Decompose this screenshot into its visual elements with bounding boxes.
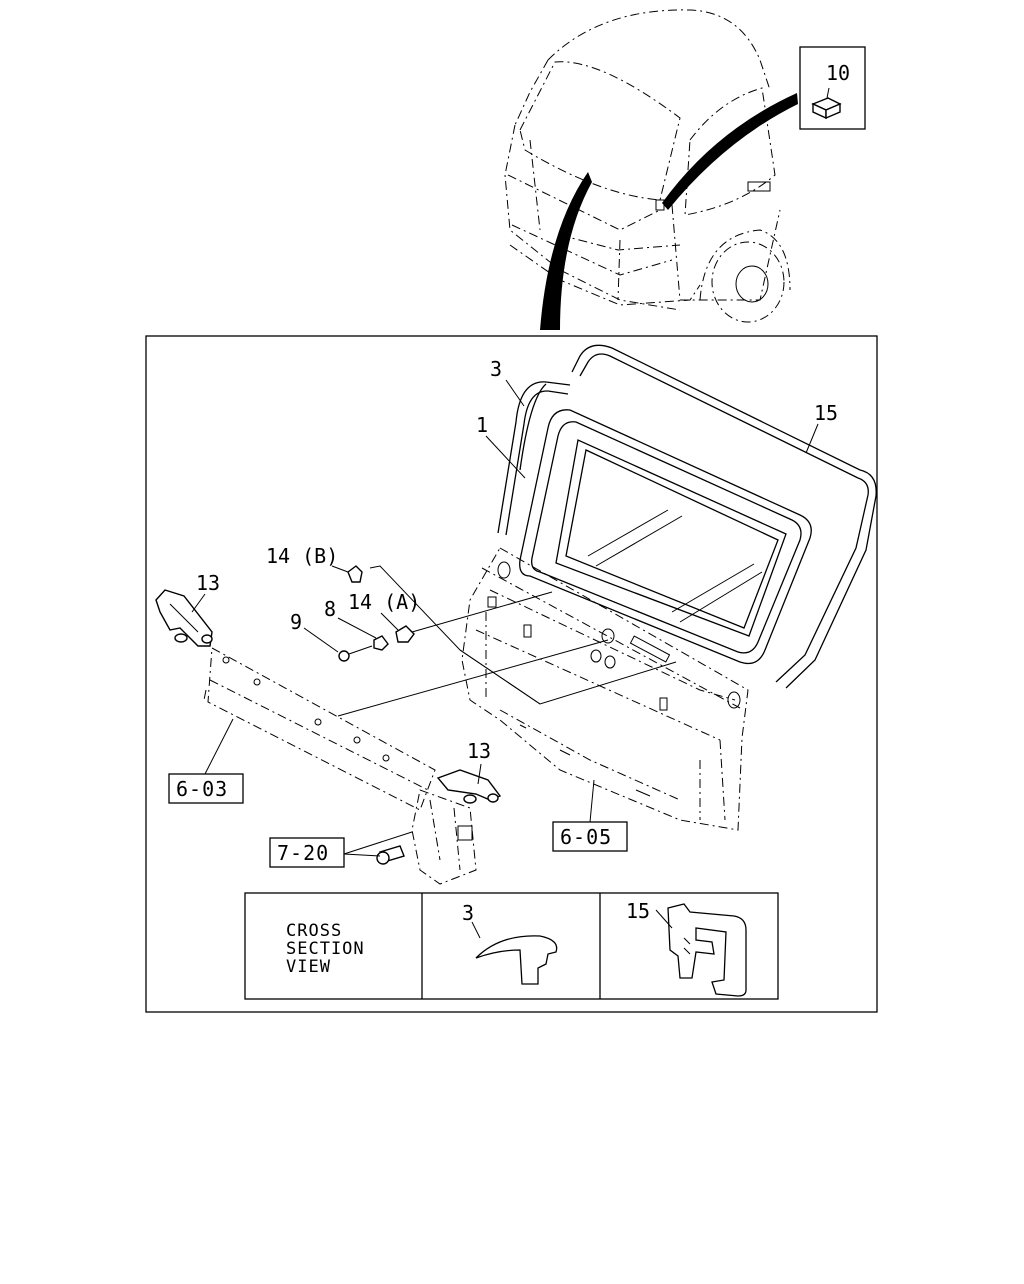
callout-10: 10 [826, 61, 850, 85]
callout-8: 8 [324, 597, 336, 621]
crossmember-6-03 [203, 647, 436, 811]
leader-lines [191, 379, 819, 857]
part-10-box: 10 [799, 46, 866, 130]
front-panel-6-05 [461, 547, 749, 831]
ref-7-20-label: 7-20 [277, 841, 329, 865]
callout-1: 1 [476, 413, 488, 437]
part-1-windshield [519, 409, 812, 665]
ref-6-05-label: 6-05 [560, 825, 612, 849]
cross-section-table: CROSS SECTION VIEW 3 15 [244, 892, 779, 1000]
ref-6-03-label: 6-03 [176, 777, 228, 801]
part-3-moulding [497, 381, 571, 536]
callout-3: 3 [490, 357, 502, 381]
main-diagram-frame [145, 335, 878, 1013]
cross-section-label-15: 15 [626, 899, 650, 923]
callout-labels: 3 1 15 14 (B) 13 8 14 (A) 9 13 [196, 357, 838, 763]
screw-9 [338, 650, 350, 662]
part-13-bracket-right [436, 769, 502, 804]
cross-section-line1: CROSS [286, 921, 342, 941]
callout-9: 9 [290, 610, 302, 634]
nut-8 [373, 635, 389, 651]
callout-13-right: 13 [467, 739, 491, 763]
callout-13-left: 13 [196, 571, 220, 595]
callout-14b: 14 (B) [266, 544, 338, 568]
ref-6-05-box: 6-05 [552, 821, 628, 852]
fasteners [338, 565, 415, 662]
ref-7-20-box: 7-20 [269, 837, 345, 868]
callout-14a: 14 (A) [348, 590, 420, 614]
cross-section-line3: VIEW [286, 957, 331, 977]
part-15-weatherstrip [571, 344, 877, 689]
part-13-bracket-left [155, 589, 213, 647]
clip-14b [347, 565, 363, 583]
ref-6-03-box: 6-03 [168, 773, 244, 804]
mounting-bracket-7-20 [376, 789, 477, 885]
cross-section-line2: SECTION [286, 939, 365, 959]
truck-cab-illustration [504, 9, 798, 330]
clip-14a [395, 625, 415, 643]
callout-15: 15 [814, 401, 838, 425]
cross-section-label-3: 3 [462, 901, 474, 925]
